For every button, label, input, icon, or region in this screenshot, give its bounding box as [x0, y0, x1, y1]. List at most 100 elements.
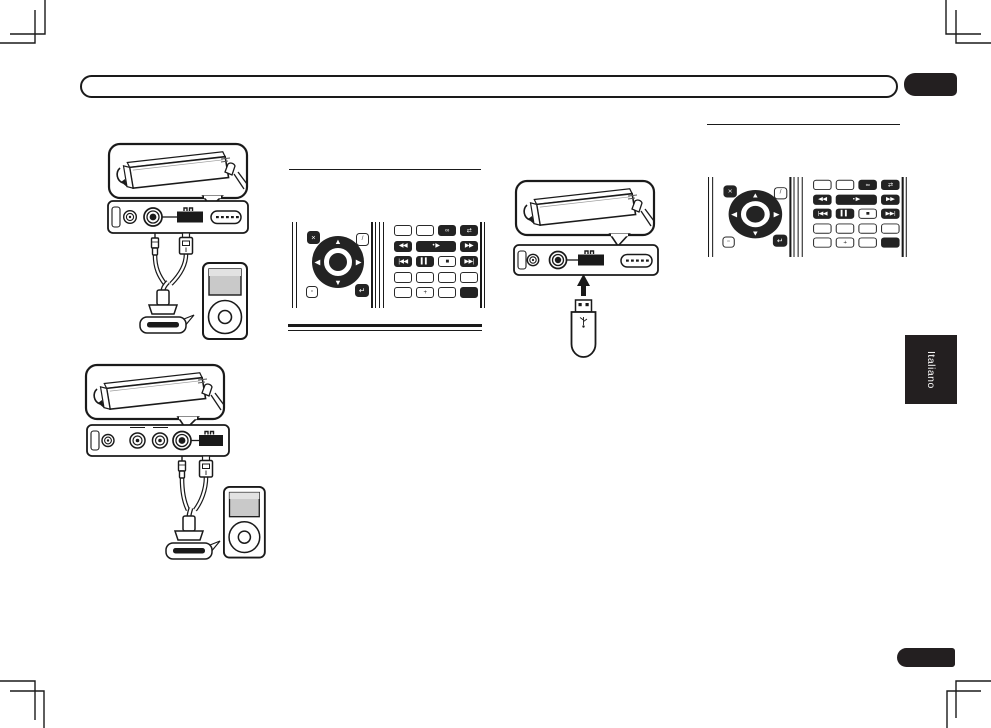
usb-port [177, 207, 203, 223]
function-key [416, 225, 434, 236]
ipod-connection-illustration [107, 142, 249, 340]
usb-port [578, 250, 604, 266]
small-jack [526, 253, 540, 267]
usb-port [199, 430, 223, 446]
right-arrow-icon: ▶ [355, 257, 362, 267]
up-arrow-icon: ▲ [751, 190, 760, 200]
y-cable [165, 455, 221, 560]
return-key-icon: ↵ [355, 284, 369, 297]
function-key [813, 179, 832, 191]
header-rule [80, 75, 898, 98]
head-unit-illustration [84, 363, 226, 421]
usb-memory-connection-illustration [513, 179, 659, 358]
ipod-illustration [202, 262, 248, 340]
ipod-rca-connection-illustration [84, 363, 266, 560]
aux-input-jack [143, 207, 163, 227]
shuffle-key-icon: ⇄ [881, 179, 900, 191]
dark-function-key [881, 237, 900, 248]
ipod-illustration [222, 485, 266, 559]
setup-key-icon: / [773, 187, 788, 200]
repeat-key-icon: ∞ [858, 179, 877, 191]
dock-connector [165, 515, 221, 560]
rca-jack-left [129, 432, 146, 449]
stop-key-icon: ■ [858, 208, 877, 219]
head-unit-illustration [107, 142, 249, 200]
usb-plug [198, 455, 214, 478]
section-top-rule [289, 169, 481, 171]
forward-key-icon: ▶▶ [881, 194, 900, 205]
remote-key-grid: ∞ ⇄ ◀◀ • ▶ ▶▶ |◀◀ ▍▍ ■ ▶▶| + [394, 225, 478, 298]
down-arrow-icon: ▼ [334, 277, 342, 287]
number-key [416, 271, 434, 283]
aux-plug [150, 232, 160, 256]
dark-function-key [460, 287, 478, 298]
number-key [813, 237, 832, 248]
wide-connector [620, 253, 653, 268]
small-jack [123, 209, 138, 224]
pause-key-icon: ▍▍ [416, 256, 434, 267]
number-key [858, 237, 877, 248]
enter-button [324, 248, 352, 276]
play-key-icon: • ▶ [835, 194, 877, 205]
number-key [460, 271, 478, 283]
section-top-rule [707, 124, 900, 126]
close-key-icon: × [307, 231, 320, 244]
page-number-badge [897, 648, 955, 667]
close-key-icon: × [723, 185, 737, 198]
remote-right-fragment: ∞ ⇄ ◀◀ • ▶ ▶▶ |◀◀ ▍▍ ■ ▶▶| + [379, 222, 485, 308]
remote-key-grid: ∞ ⇄ ◀◀ • ▶ ▶▶ |◀◀ ▍▍ ■ ▶▶| + [813, 179, 900, 248]
return-key-icon: ↵ [772, 234, 788, 247]
remote-section-mid: × / ▲ ▼ ◀ ▶ ▫ ↵ ∞ ⇄ ◀◀ [288, 165, 485, 337]
number-key [438, 287, 456, 298]
header-language-marker [904, 73, 957, 96]
plus-key-icon: + [416, 287, 434, 298]
usb-trident-icon [579, 317, 588, 328]
reverse-key-icon: ◀◀ [813, 194, 832, 205]
shuffle-key-icon: ⇄ [460, 225, 478, 236]
aux-input-jack [548, 250, 568, 270]
language-tab: Italiano [905, 335, 957, 404]
number-key [881, 223, 900, 234]
remote-left-fragment: × / ▲ ▼ ◀ ▶ ▫ ↵ [708, 177, 795, 257]
remote-section-right: × / ▲ ▼ ◀ ▶ ▫ ↵ ∞ ⇄ ◀◀ [700, 118, 907, 264]
usb-plug [178, 232, 194, 255]
connection-panel [86, 424, 230, 457]
usb-drive-illustration [570, 299, 597, 358]
remote-left-fragment: × / ▲ ▼ ◀ ▶ ▫ ↵ [292, 222, 376, 308]
right-arrow-icon: ▶ [773, 209, 780, 219]
remote-control-illustration: × / ▲ ▼ ◀ ▶ ▫ ↵ ∞ ⇄ ◀◀ [708, 177, 907, 257]
play-key-icon: • ▶ [416, 240, 456, 252]
aux-plug [177, 455, 187, 479]
connection-panel [107, 200, 249, 234]
remote-control-illustration: × / ▲ ▼ ◀ ▶ ▫ ↵ ∞ ⇄ ◀◀ [292, 222, 485, 308]
number-key [394, 287, 412, 298]
down-arrow-icon: ▼ [751, 228, 760, 237]
directional-pad: ▲ ▼ ◀ ▶ [728, 190, 783, 239]
repeat-key-icon: ∞ [438, 225, 456, 236]
left-arrow-icon: ◀ [314, 257, 321, 267]
previous-track-key-icon: |◀◀ [394, 256, 412, 267]
display-key-icon: ▫ [722, 236, 735, 248]
stop-key-icon: ■ [438, 256, 456, 267]
up-arrow-icon: ▲ [334, 237, 342, 246]
number-key [813, 223, 832, 234]
plus-key-icon: + [835, 237, 855, 248]
remote-mount: × / ▲ ▼ ◀ ▶ ▫ ↵ ∞ ⇄ ◀◀ [708, 177, 907, 257]
previous-track-key-icon: |◀◀ [813, 208, 832, 219]
rca-jack-right [151, 432, 169, 449]
next-track-key-icon: ▶▶| [460, 256, 478, 267]
reverse-key-icon: ◀◀ [394, 240, 412, 252]
display-key-icon: ▫ [306, 286, 318, 298]
remote-right-fragment: ∞ ⇄ ◀◀ • ▶ ▶▶ |◀◀ ▍▍ ■ ▶▶| + [797, 177, 907, 257]
section-bottom-rule-thick [288, 324, 482, 327]
forward-key-icon: ▶▶ [460, 240, 478, 252]
insert-arrow-icon [577, 274, 590, 296]
aux-input-jack [172, 430, 192, 451]
number-key [835, 223, 855, 234]
y-cable [139, 232, 195, 334]
function-key [394, 225, 412, 236]
number-key [394, 271, 412, 283]
enter-button [740, 201, 770, 228]
